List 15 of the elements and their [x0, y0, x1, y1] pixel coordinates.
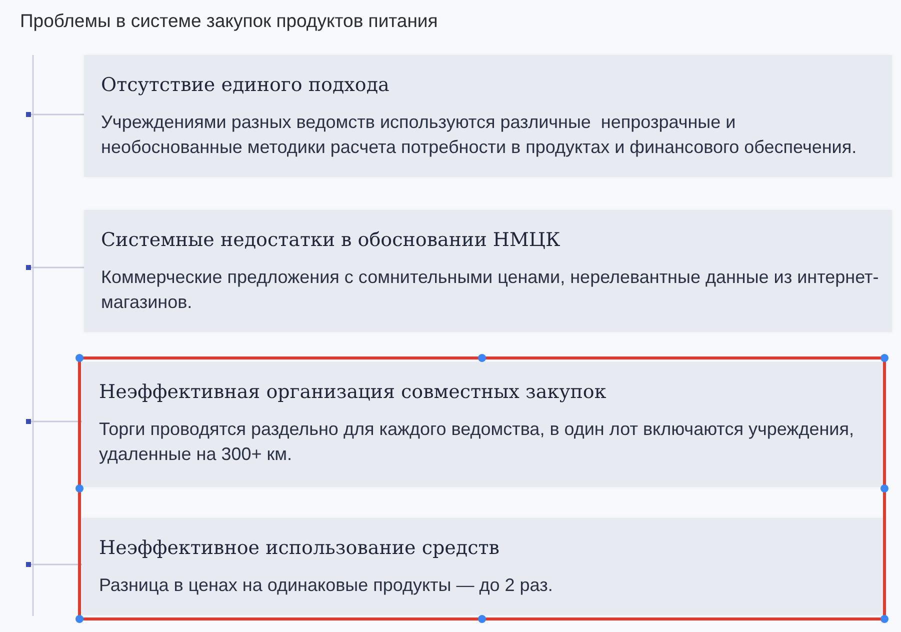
connector-line: [31, 266, 84, 268]
marker-icon: [26, 265, 31, 270]
card-description: Учреждениями разных ведомств используются различные непрозрачные и необоснованные методики расчета потребности в продуктах и финансового обеспечения.: [101, 111, 858, 159]
connector-line: [31, 564, 82, 566]
connector-line: [31, 420, 82, 422]
marker-icon: [26, 419, 31, 424]
card-heading: Системные недостатки в обосновании НМЦК: [101, 228, 560, 253]
problem-card: [84, 55, 892, 177]
marker-icon: [26, 562, 31, 567]
diagram-title: Проблемы в системе закупок продуктов питания: [20, 9, 438, 33]
marker-icon: [26, 112, 31, 117]
card-description: Коммерческие предложения с сомнительными ценами, нерелевантные данные из интернет-магазинов.: [101, 266, 880, 314]
connector-line: [31, 114, 84, 116]
problem-card: [84, 210, 892, 332]
card-heading: Отсутствие единого подхода: [101, 73, 390, 98]
